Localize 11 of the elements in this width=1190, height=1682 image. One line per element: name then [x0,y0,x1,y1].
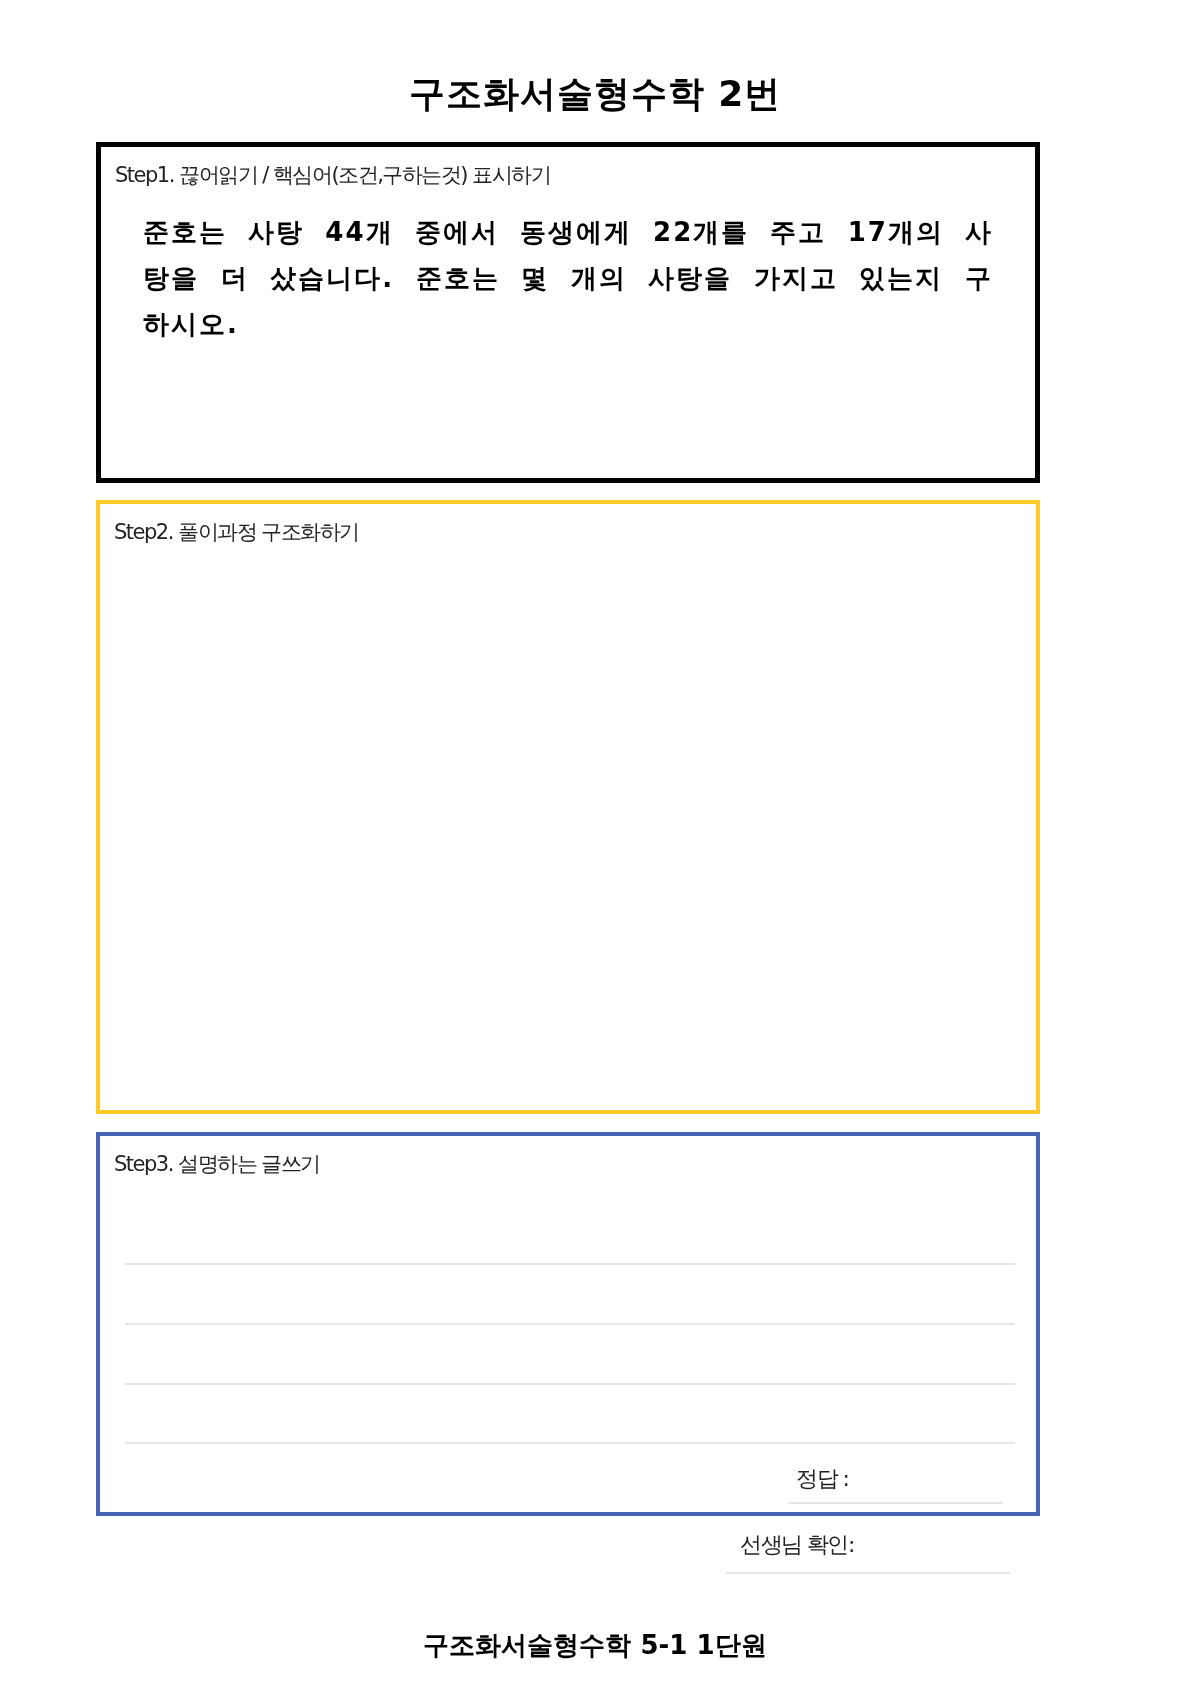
footer-caption: 구조화서술형수학 5-1 1단원 [422,1629,768,1662]
answer-label: 정답 : [796,1465,849,1493]
step-heading: Step2. 풀이과정 구조화하기 [114,519,359,546]
worksheet-title: 구조화서술형수학 2번 [407,72,783,116]
solution-box [96,500,1040,1114]
teacher-check-label: 선생님 확인: [740,1531,854,1559]
step-heading: Step3. 설명하는 글쓰기 [114,1151,320,1178]
problem-box [96,142,1040,483]
writing-box [96,1132,1040,1516]
step-heading: Step1. 끊어읽기 / 핵심어(조건,구하는것) 표시하기 [115,162,551,189]
problem-text: 준호는 사탕 44개 중에서 동생에게 22개를 주고 17개의 사탕을 더 샀습니다. 준호는 몇 개의 사탕을 가지고 있는지 구하시오. [143,216,993,341]
